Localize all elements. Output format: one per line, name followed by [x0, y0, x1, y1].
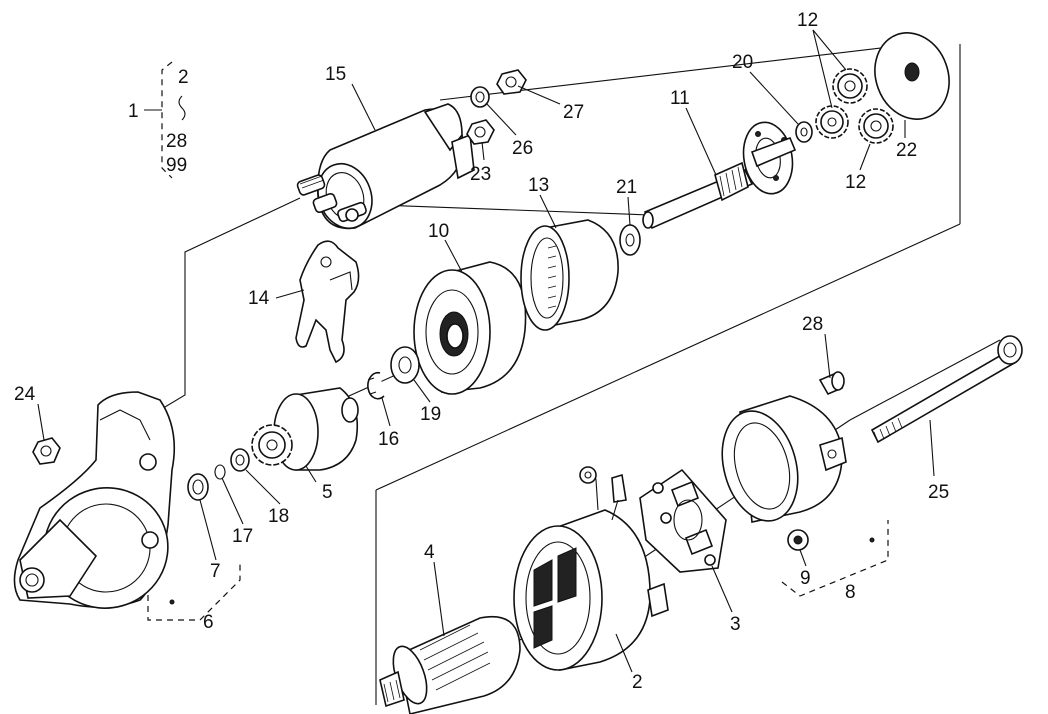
label-17: 17 [232, 526, 253, 547]
label-28: 28 [802, 314, 823, 335]
label-20: 20 [732, 52, 753, 73]
overrunning-clutch [251, 387, 359, 471]
washer-19 [390, 346, 420, 384]
collar-18 [230, 448, 250, 472]
gear-case [520, 219, 619, 331]
planetary-gear-top [832, 68, 868, 104]
label-15: 15 [325, 64, 346, 85]
washer-26 [470, 86, 490, 108]
label-6: 6 [203, 612, 214, 633]
label-27: 27 [563, 102, 584, 123]
label-3: 3 [730, 614, 741, 635]
label-99-list: 99 [166, 155, 187, 176]
washer-21 [619, 224, 641, 256]
shift-lever [295, 240, 360, 364]
internal-gear-housing [413, 261, 527, 395]
solenoid-switch [296, 103, 475, 230]
nut-27 [496, 69, 527, 95]
label-26: 26 [512, 138, 533, 159]
label-2-list: 2 [178, 67, 189, 88]
label-21: 21 [616, 177, 637, 198]
label-13: 13 [528, 175, 549, 196]
stop-ring-7 [187, 473, 209, 501]
label-11: 11 [670, 88, 690, 109]
label-16: 16 [378, 429, 399, 450]
pinion-shaft [642, 121, 797, 230]
label-14: 14 [248, 288, 270, 309]
planetary-gear-left [815, 105, 849, 139]
label-7: 7 [210, 561, 221, 582]
label-22: 22 [896, 140, 917, 161]
front-housing-bracket [147, 560, 241, 621]
brush-holder [639, 468, 727, 573]
label-9: 9 [800, 568, 811, 589]
armature [379, 616, 521, 714]
label-2: 2 [632, 672, 643, 693]
label-5: 5 [322, 482, 333, 503]
assembly-bracket [144, 61, 186, 179]
callout-labels: 1 2 28 99 15 23 26 27 11 20 12 12 22 21 … [14, 10, 949, 693]
label-12-top: 12 [797, 10, 818, 31]
leader-lines [37, 29, 935, 673]
label-18: 18 [268, 506, 289, 527]
rear-cover-bracket [781, 520, 889, 597]
planetary-gear-bottom [858, 108, 894, 144]
label-24: 24 [14, 384, 36, 405]
label-4: 4 [424, 542, 435, 563]
label-1: 1 [128, 101, 139, 122]
nut-24 [32, 437, 61, 465]
label-19: 19 [420, 404, 441, 425]
label-25: 25 [928, 482, 949, 503]
label-10: 10 [428, 221, 449, 242]
snap-ring-17 [214, 464, 226, 480]
retainer-plate [874, 32, 950, 120]
washer-20 [795, 121, 813, 143]
through-bolt [870, 335, 1023, 444]
screw-28 [818, 371, 845, 396]
grommet [787, 529, 809, 551]
yoke-field-coil [513, 466, 669, 671]
label-8: 8 [845, 582, 856, 603]
front-housing [13, 391, 176, 609]
label-23: 23 [470, 164, 491, 185]
label-12-bottom: 12 [845, 172, 866, 193]
label-28-list: 28 [166, 131, 187, 152]
rear-cover [721, 395, 847, 523]
nut-23 [466, 119, 495, 145]
snap-ring-16 [367, 371, 385, 400]
